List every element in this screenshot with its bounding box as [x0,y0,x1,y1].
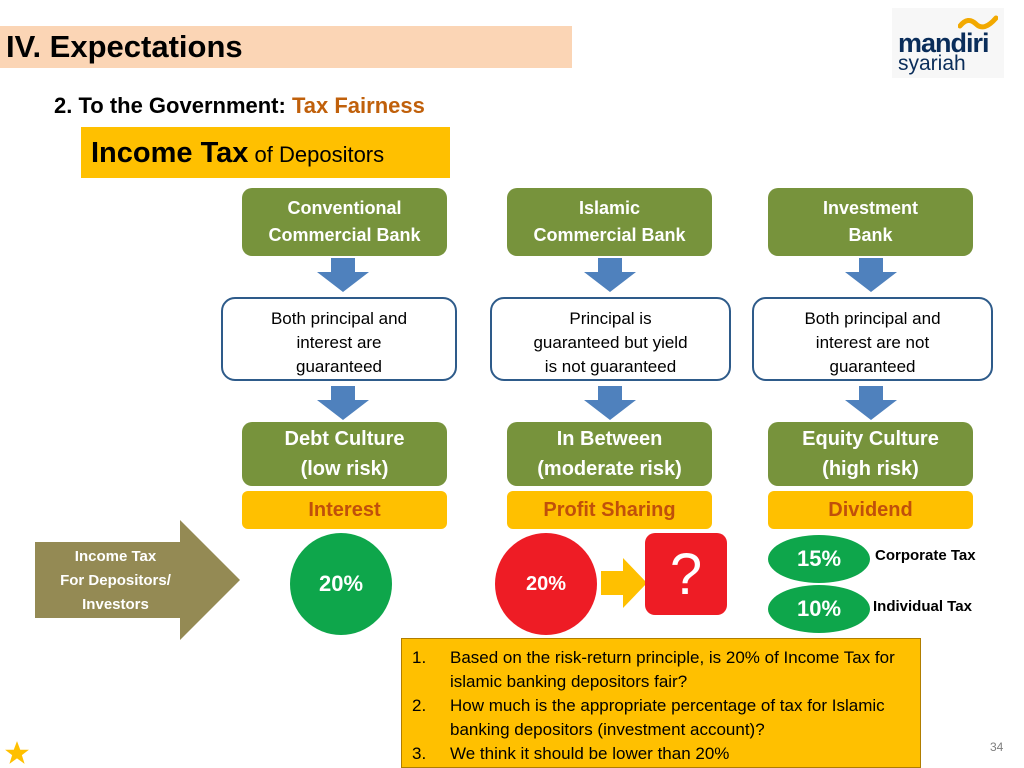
logo-wave-icon [958,15,998,30]
question-number: 3. [412,744,427,763]
section-title: IV. Expectations [6,29,243,64]
individual-tax-label: Individual Tax [873,598,972,615]
subtitle-prefix: 2. To the Government: [54,93,292,118]
return-type-islamic: Profit Sharing [507,491,712,529]
arrow-down-icon [845,258,897,292]
section-title-bar [0,26,572,68]
question-text: We think it should be lower than 20% [450,744,730,763]
arrow-down-icon [317,258,369,292]
bank-type-investment: Investment Bank [768,188,973,256]
question-number: 2. [412,696,427,715]
rate-individual: 10% [768,585,870,633]
arrow-down-icon [317,386,369,420]
question-text: How much is the appropriate percentage o… [450,696,885,739]
arrow-down-icon [584,386,636,420]
question-text: Based on the risk-return principle, is 2… [450,648,895,691]
question-number: 1. [412,648,427,667]
logo-text-syariah: syariah [898,52,966,75]
guarantee-islamic: Principal is guaranteed but yield is not… [490,297,731,381]
income-tax-main: Income Tax [91,137,249,169]
list-item: 1. Based on the risk-return principle, is… [412,646,912,694]
list-item: 3. We think it should be lower than 20% [412,742,912,766]
rate-conventional: 20% [290,533,392,635]
star-icon [5,741,29,764]
corporate-tax-label: Corporate Tax [875,547,976,564]
income-tax-suffix: of Depositors [248,142,385,167]
logo-text-mandiri: mandiri [898,28,990,58]
income-tax-banner [81,127,450,178]
income-tax-arrow-label: Income Tax For Depositors/ Investors [60,548,171,613]
culture-conventional: Debt Culture (low risk) [242,422,447,486]
list-item: 2. How much is the appropriate percentage… [412,694,912,742]
questions-box [401,638,921,768]
bank-logo [892,8,1004,78]
income-tax-arrow [35,520,240,640]
rate-corporate: 15% [768,535,870,583]
culture-investment: Equity Culture (high risk) [768,422,973,486]
question-mark-box: ? [645,533,727,615]
arrow-down-icon [584,258,636,292]
bank-type-conventional: Conventional Commercial Bank [242,188,447,256]
questions-list: 1. Based on the risk-return principle, is… [412,646,912,766]
culture-islamic: In Between (moderate risk) [507,422,712,486]
return-type-investment: Dividend [768,491,973,529]
return-type-conventional: Interest [242,491,447,529]
arrow-down-icon [845,386,897,420]
guarantee-conventional: Both principal and interest are guarante… [221,297,457,381]
page-number: 34 [990,740,1004,754]
subtitle-accent: Tax Fairness [291,93,425,118]
slide-subtitle: 2. To the Government: Tax Fairness [54,93,425,119]
arrow-right-icon [601,558,647,608]
bank-type-islamic: Islamic Commercial Bank [507,188,712,256]
guarantee-investment: Both principal and interest are not guar… [752,297,993,381]
rate-islamic: 20% [495,533,597,635]
income-tax-heading: Income Tax of Depositors [91,137,384,170]
